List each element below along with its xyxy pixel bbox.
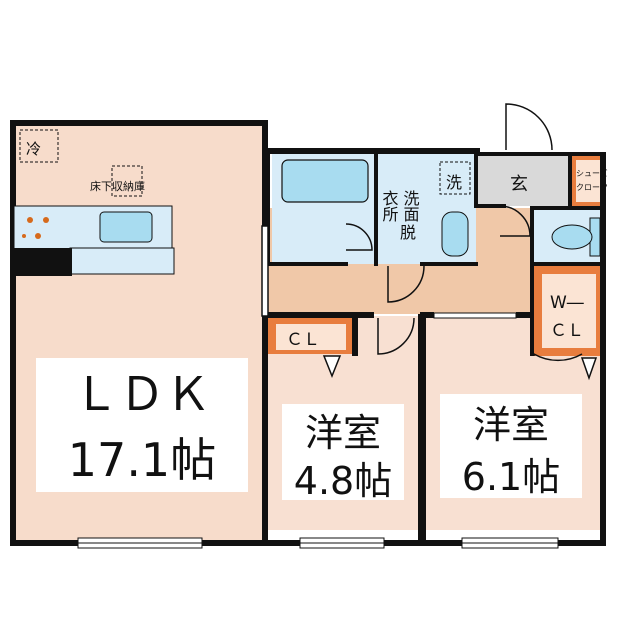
closet-door-marker xyxy=(322,355,342,379)
washroom-label-1: 衣所 xyxy=(380,190,399,222)
shoe-closet-label-1: シューズ xyxy=(576,168,608,178)
western2-title: 洋室 xyxy=(473,403,549,447)
wic-inner xyxy=(542,274,596,348)
washing-machine-box xyxy=(439,161,471,195)
fridge-label: 冷 xyxy=(26,140,41,158)
bathtub-icon xyxy=(281,159,369,203)
washroom-label-3: 脱 xyxy=(400,223,416,242)
western1-label-box xyxy=(282,404,404,500)
underfloor-storage-box xyxy=(111,165,143,197)
entrance-label: 玄 xyxy=(510,174,528,195)
toilet-icon xyxy=(551,217,601,257)
sink-icon xyxy=(99,211,153,243)
western2-label-box xyxy=(440,394,582,498)
kitchen-counter-edge xyxy=(69,247,175,275)
kitchen-dark-block xyxy=(14,248,72,276)
windows xyxy=(77,312,559,549)
entrance-floor xyxy=(478,156,570,206)
closet-inner xyxy=(276,324,346,350)
ldk-label-box xyxy=(36,358,248,492)
shoe-closet-label-2: クローク xyxy=(576,183,608,192)
washroom-label-2: 洗面 xyxy=(401,190,420,222)
ldk-size: 17.1帖 xyxy=(68,433,216,487)
closet-label: ＣＬ xyxy=(286,330,320,350)
doors xyxy=(345,103,583,362)
wic-door-marker xyxy=(580,357,598,381)
western1-title: 洋室 xyxy=(305,411,381,455)
ldk-partition xyxy=(261,225,269,317)
entrance-hall-floor xyxy=(476,208,536,268)
stove-icon xyxy=(16,208,64,248)
western1-size: 4.8帖 xyxy=(294,459,392,503)
shoe-closet-inner xyxy=(576,160,600,202)
wic-label-1: W― xyxy=(550,293,584,313)
washing-machine-label: 洗 xyxy=(446,173,462,192)
bath-sink xyxy=(441,211,469,257)
wic-label-2: ＣＬ xyxy=(550,321,584,341)
western2-size: 6.1帖 xyxy=(462,455,560,499)
underfloor-storage-label: 床下収納庫 xyxy=(90,179,145,193)
ldk-title: ＬＤＫ xyxy=(73,367,211,421)
